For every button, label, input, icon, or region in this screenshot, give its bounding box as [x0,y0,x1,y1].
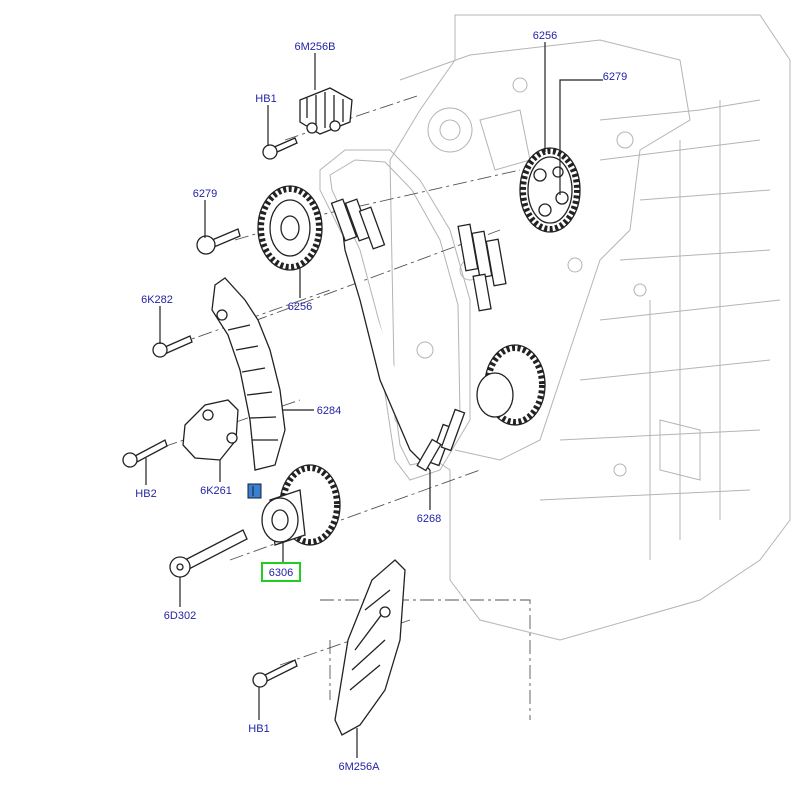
leader-lines [145,42,603,758]
engine-sprocket-mid [476,344,546,426]
label-6256-mid[interactable]: 6256 [288,301,312,313]
part-labels: 6M256B HB1 6256 6279 6279 6256 6K282 628… [135,30,627,773]
label-6m256a[interactable]: 6M256A [339,761,381,773]
chain-guide-6284 [211,277,286,471]
camshaft-sprocket-right [519,147,581,233]
label-hb2[interactable]: HB2 [135,488,156,500]
bolt-hb1-bottom [252,659,298,688]
bolt-6k282 [152,335,193,358]
bolt-6d302 [169,529,248,578]
bolt-6279-left [196,228,241,255]
label-6d302[interactable]: 6D302 [164,610,196,622]
label-hb1-bottom[interactable]: HB1 [248,723,269,735]
sprocket-6256 [257,185,323,271]
label-6306[interactable]: 6306 [269,567,293,579]
label-6284[interactable]: 6284 [317,405,341,417]
label-hb1-top[interactable]: HB1 [255,93,276,105]
label-6279-left[interactable]: 6279 [193,188,217,200]
label-6279-right[interactable]: 6279 [603,71,627,83]
highlight-box [261,562,301,582]
tensioner-6k261 [182,399,239,461]
engine-block [319,14,791,641]
seal-icon [247,483,262,499]
chain-guide-6m256a [334,559,406,736]
label-6k282[interactable]: 6K282 [141,294,173,306]
bolt-hb2 [122,439,168,468]
label-6256-top[interactable]: 6256 [533,30,557,42]
label-6m256b[interactable]: 6M256B [295,41,336,53]
crankshaft-sprocket-6306 [261,464,341,546]
label-6268[interactable]: 6268 [417,513,441,525]
label-6k261[interactable]: 6K261 [200,485,232,497]
bracket-6m256b [299,87,353,135]
bolt-hb1-top [262,137,298,160]
timing-chain [330,198,507,472]
